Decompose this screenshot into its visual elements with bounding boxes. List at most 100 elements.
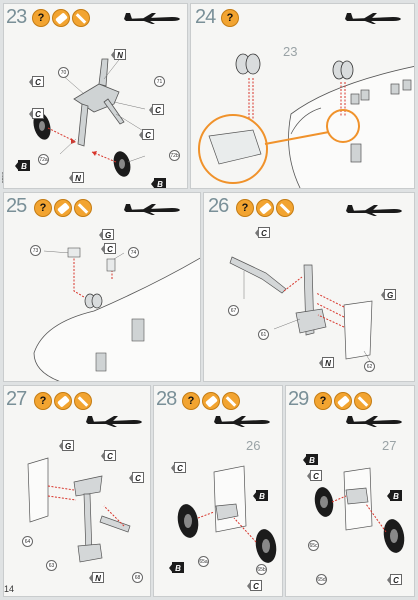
colour-tag-c: C — [29, 108, 44, 119]
tool-icons: ? — [34, 199, 92, 217]
glue-icon — [54, 392, 72, 410]
part-label-67: 67 — [228, 305, 239, 316]
step-25-panel: 25 ? G C 73 74 — [3, 192, 201, 382]
colour-tag-b: B — [253, 490, 268, 501]
part-label-65: 65d — [316, 574, 327, 585]
step-24-drawing — [198, 53, 414, 188]
glue-icon — [334, 392, 352, 410]
step-26-drawing — [229, 256, 373, 362]
airplane-silhouette-icon — [345, 13, 401, 24]
tool-icons: ? — [34, 392, 92, 410]
help-icon: ? — [34, 199, 52, 217]
paint-brush-icon — [74, 199, 92, 217]
airplane-silhouette-icon — [346, 416, 402, 427]
step-27-panel: 27 ? G C C 64 63 68 N — [3, 385, 151, 597]
help-icon: ? — [236, 199, 254, 217]
step-number: 29 — [288, 388, 309, 410]
step-23-panel: 23 ? — [3, 3, 188, 189]
colour-tag-c: C — [255, 227, 270, 238]
airplane-silhouette-icon — [214, 416, 270, 427]
step-23-drawing — [33, 55, 146, 177]
colour-tag-c: C — [387, 574, 402, 585]
colour-tag-b: B — [15, 160, 30, 171]
airplane-silhouette-icon — [346, 205, 402, 216]
tool-icons: ? — [182, 392, 240, 410]
tool-icons: ? — [32, 9, 90, 27]
part-label-71: 71 — [154, 76, 165, 87]
colour-tag-b: B — [387, 490, 402, 501]
help-icon: ? — [221, 9, 239, 27]
part-label-65: 65a — [198, 556, 209, 567]
part-label-73: 73 — [30, 245, 41, 256]
airplane-silhouette-icon — [86, 416, 142, 427]
part-label-70: 70 — [58, 67, 69, 78]
part-label-74: 74 — [128, 247, 139, 258]
paint-brush-icon — [354, 392, 372, 410]
help-icon: ? — [182, 392, 200, 410]
paint-brush-icon — [276, 199, 294, 217]
step-number: 25 — [6, 195, 27, 217]
paint-brush-icon — [222, 392, 240, 410]
step-25-drawing — [33, 247, 200, 381]
glue-icon — [54, 199, 72, 217]
colour-tag-n: N — [69, 172, 84, 183]
step-24-panel: 24 ? 23 — [190, 3, 415, 189]
colour-tag-n: N — [111, 49, 126, 60]
colour-tag-c: C — [139, 129, 154, 140]
part-label-68: 68 — [132, 572, 143, 583]
part-label-72: 72b — [169, 150, 180, 161]
step-number: 23 — [6, 6, 27, 28]
colour-tag-g: G — [380, 289, 397, 300]
colour-tag-g: G — [98, 229, 115, 240]
step-26-panel: 26 ? C G 67 61 62 N — [203, 192, 415, 382]
colour-tag-b: B — [303, 454, 318, 465]
step-number: 28 — [156, 388, 177, 410]
colour-tag-b: B — [169, 562, 184, 573]
reference-step-number: 27 — [382, 438, 397, 453]
tool-icons: ? — [221, 9, 239, 27]
glue-icon — [256, 199, 274, 217]
glue-icon — [52, 9, 70, 27]
reference-step-number: 26 — [246, 438, 261, 453]
help-icon: ? — [32, 9, 50, 27]
airplane-silhouette-icon — [124, 13, 180, 24]
colour-tag-c: C — [101, 450, 116, 461]
step-number: 27 — [6, 388, 27, 410]
part-label-65: 65c — [308, 540, 319, 551]
step-number: 26 — [208, 195, 229, 217]
step-29-drawing — [314, 467, 405, 553]
colour-tag-c: C — [149, 104, 164, 115]
paint-brush-icon — [74, 392, 92, 410]
colour-tag-c: C — [307, 470, 322, 481]
colour-tag-n: N — [319, 357, 334, 368]
step-29-panel: 29 ? 27 B C 65c 65d B C — [285, 385, 415, 597]
step-number: 24 — [195, 6, 216, 28]
page-number: 14 — [4, 584, 15, 594]
help-icon: ? — [314, 392, 332, 410]
colour-tag-c: C — [29, 76, 44, 87]
glue-icon — [202, 392, 220, 410]
step-28-panel: 28 ? 26 C B 65a 65b B C — [153, 385, 283, 597]
colour-tag-c: C — [171, 462, 186, 473]
step-28-drawing — [177, 465, 277, 563]
tool-icons: ? — [236, 199, 294, 217]
part-label-65: 65b — [256, 564, 267, 575]
step-27-drawing — [27, 457, 131, 563]
colour-tag-c: C — [247, 580, 262, 591]
part-label-62: 62 — [364, 361, 375, 372]
part-label-72: 72a — [38, 154, 49, 165]
colour-tag-c: C — [101, 243, 116, 254]
part-label-63: 63 — [46, 560, 57, 571]
tool-icons: ? — [314, 392, 372, 410]
colour-tag-g: G — [58, 440, 75, 451]
part-label-64: 64 — [22, 536, 33, 547]
colour-tag-n: N — [89, 572, 104, 583]
part-label-61: 61 — [258, 329, 269, 340]
airplane-silhouette-icon — [124, 204, 180, 215]
colour-tag-b: B — [151, 178, 166, 188]
paint-brush-icon — [72, 9, 90, 27]
help-icon: ? — [34, 392, 52, 410]
colour-tag-c: C — [129, 472, 144, 483]
reference-step-number: 23 — [283, 44, 298, 59]
